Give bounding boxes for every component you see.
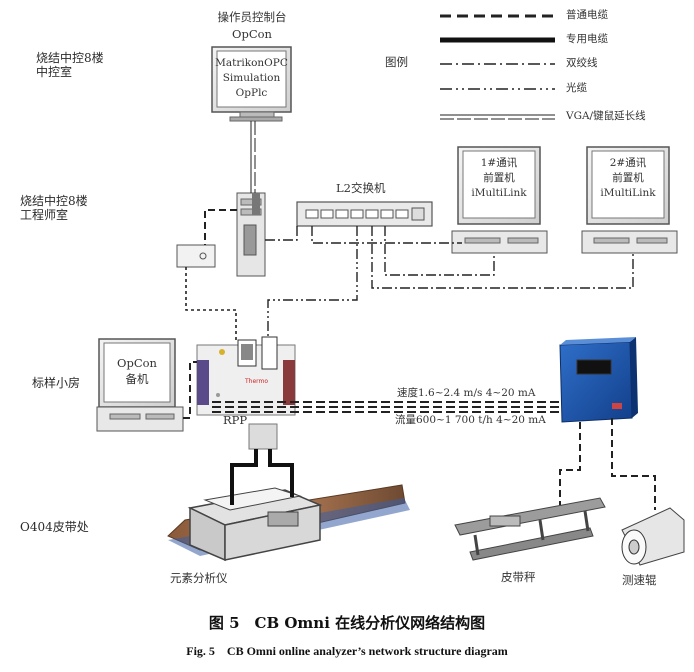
comm-pc-2-label: 2#通讯 前置机 iMultiLink	[592, 156, 664, 201]
location-sample-house: 标样小房	[32, 376, 81, 390]
comm-pc-1-line2: 前置机	[483, 172, 515, 184]
operator-screen-text: MatrikonOPC Simulation OpPlc	[214, 56, 289, 101]
location-engineer-room: 烧结中控8楼 工程师室	[20, 194, 88, 223]
blue-control-box	[559, 337, 638, 423]
operator-console-title: 操作员控制台	[217, 10, 287, 24]
speed-roller-label: 测速辊	[622, 573, 657, 587]
figure-caption-cn: 图 5 CB Omni 在线分析仪网络结构图	[208, 614, 486, 632]
legend-samples	[440, 14, 555, 120]
opcon-backup-device	[96, 338, 184, 432]
rpp-cabinet: Thermo	[196, 336, 296, 416]
analyzer-label: 元素分析仪	[170, 571, 228, 585]
l2-switch-device	[296, 201, 433, 227]
signal-flow-label: 流量600~1 700 t/h 4~20 mA	[395, 414, 546, 426]
comm-pc-1-line1: 1#通讯	[480, 157, 518, 169]
comm-pc-2-device	[581, 146, 678, 254]
rpp-connector	[248, 423, 278, 450]
belt-scale-label: 皮带秤	[501, 570, 536, 584]
location-engineer-room-line1: 烧结中控8楼	[20, 194, 88, 208]
legend-title: 图例	[385, 55, 408, 69]
comm-pc-2-line3: iMultiLink	[600, 187, 656, 199]
engineer-tower	[236, 192, 266, 277]
opcon-backup-line1: OpCon	[117, 356, 157, 370]
l2-switch-label: L2交换机	[336, 181, 386, 195]
figure-caption-en: Fig. 5 CB Omni online analyzer’s network…	[186, 644, 508, 658]
legend-item-fiber: 光缆	[566, 82, 587, 94]
comm-pc-2-line1: 2#通讯	[609, 157, 647, 169]
screen-line-1: MatrikonOPC	[215, 57, 288, 69]
location-control-room: 烧结中控8楼 中控室	[36, 51, 104, 80]
kvm-extender	[176, 244, 216, 268]
comm-pc-1-label: 1#通讯 前置机 iMultiLink	[463, 156, 535, 201]
comm-pc-2-line2: 前置机	[612, 172, 644, 184]
svg-text:Thermo: Thermo	[244, 378, 268, 385]
location-belt: O404皮带处	[20, 520, 89, 534]
rpp-label: RPP	[223, 413, 248, 427]
comm-pc-1-device	[451, 146, 548, 254]
speed-roller-device	[621, 507, 685, 566]
opcon-backup-label: OpCon 备机	[104, 355, 170, 387]
screen-line-2: Simulation	[222, 72, 281, 84]
legend-item-ordinary-cable: 普通电缆	[566, 9, 608, 21]
legend-item-twisted-pair: 双绞线	[566, 57, 598, 69]
comm-pc-1-line3: iMultiLink	[471, 187, 527, 199]
analyzer-on-belt	[167, 484, 410, 562]
operator-console-name: OpCon	[232, 27, 272, 41]
opcon-backup-line2: 备机	[125, 372, 149, 386]
location-control-room-line1: 烧结中控8楼	[36, 51, 104, 65]
signal-speed-label: 速度1.6~2.4 m/s 4~20 mA	[397, 387, 536, 399]
connections	[183, 121, 656, 510]
legend-item-vga-extension: VGA/键鼠延长线	[566, 110, 646, 122]
legend-item-dedicated-cable: 专用电缆	[566, 33, 608, 45]
screen-line-3: OpPlc	[235, 87, 268, 99]
location-control-room-line2: 中控室	[36, 64, 73, 79]
operator-monitor	[211, 46, 292, 122]
location-engineer-room-line2: 工程师室	[20, 207, 69, 222]
belt-scale-device	[454, 497, 606, 561]
